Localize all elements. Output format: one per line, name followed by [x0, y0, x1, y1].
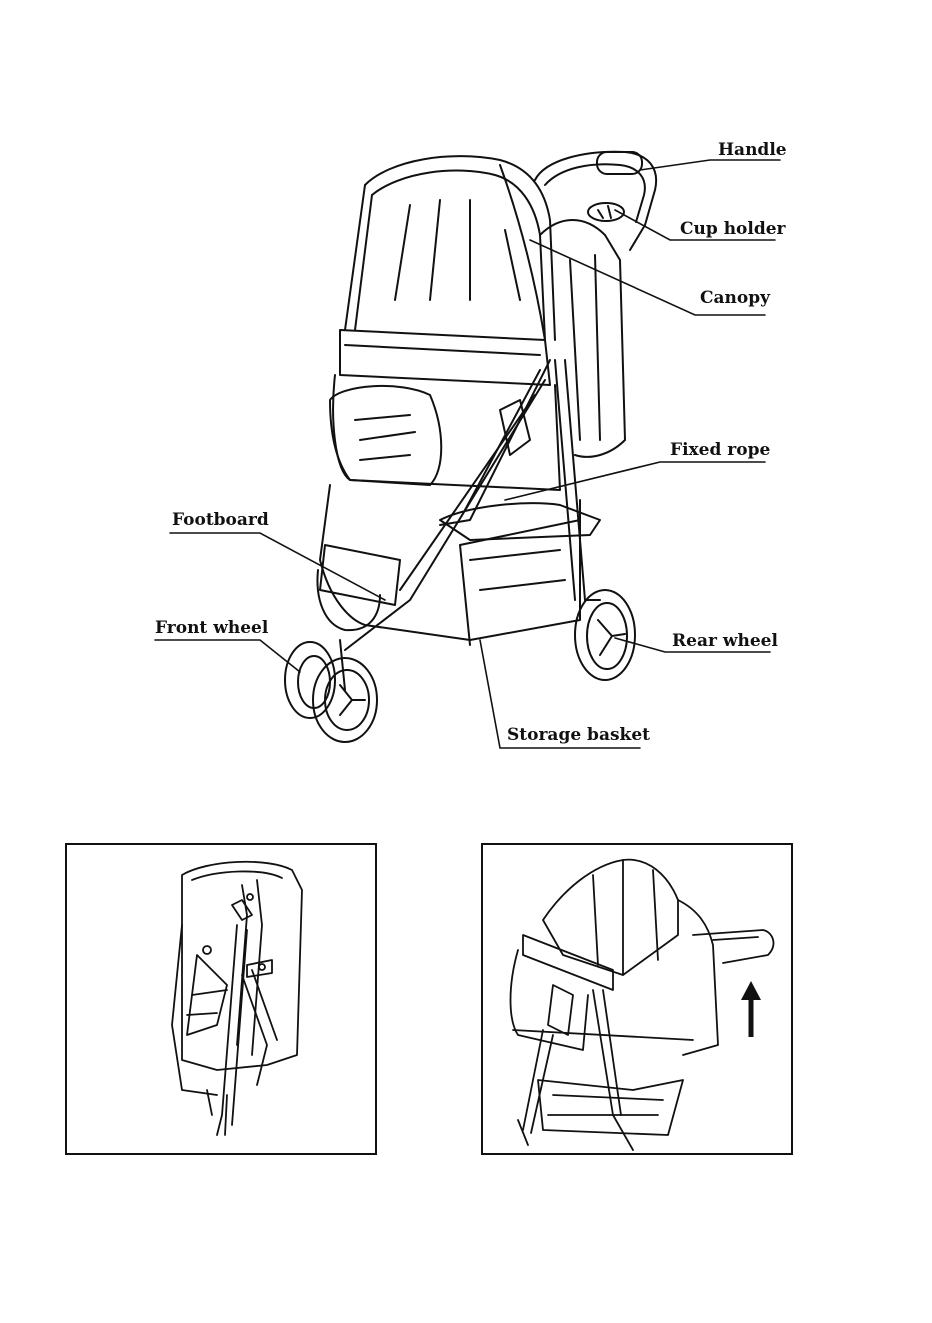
cup-holder-label: Cup holder: [680, 221, 786, 238]
footboard-leader: [170, 533, 385, 600]
front-wheel-label: Front wheel: [155, 620, 268, 637]
footboard-label: Footboard: [172, 512, 269, 529]
rear-wheel-part: [575, 590, 635, 680]
front-wheel-leader: [155, 640, 300, 672]
canopy-label: Canopy: [700, 290, 770, 307]
front-wheel-part: [285, 642, 377, 742]
handle-leader: [640, 160, 780, 170]
frame-part: [340, 360, 585, 690]
storage-basket-label: Storage basket: [507, 727, 650, 744]
unfolding-stroller-illustration: [483, 845, 790, 1152]
unfolding-stroller-panel: [481, 843, 793, 1155]
folded-stroller-panel: [65, 843, 377, 1155]
handle-part: [535, 152, 656, 250]
fixed-rope-label: Fixed rope: [670, 442, 770, 459]
basket-part: [320, 485, 600, 645]
handle-label: Handle: [718, 142, 787, 159]
canopy-part: [345, 156, 625, 457]
arrow-up-icon: [741, 981, 761, 1037]
folded-stroller-illustration: [67, 845, 374, 1152]
fixed-rope-leader: [505, 462, 765, 500]
rear-wheel-label: Rear wheel: [672, 633, 778, 650]
stroller-diagram: [0, 0, 932, 800]
